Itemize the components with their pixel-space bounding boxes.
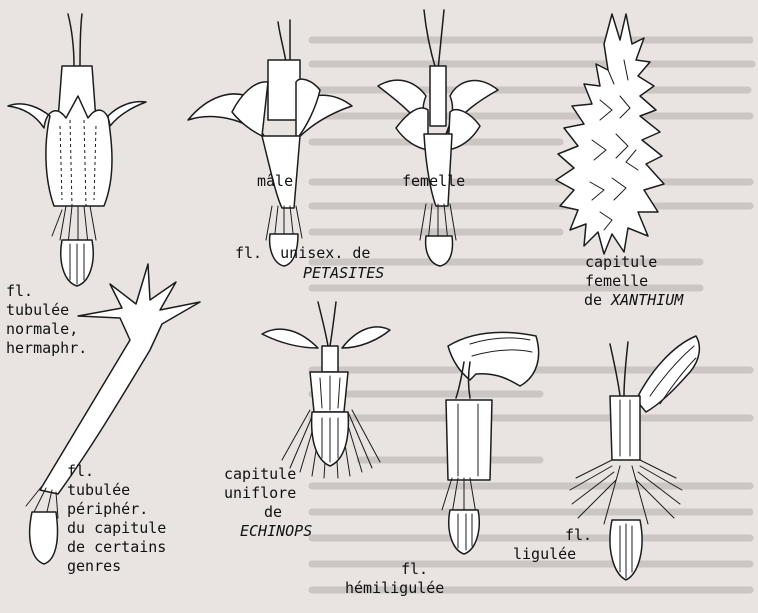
tubular-flower-illustration: [8, 14, 146, 286]
male-label: mâle: [257, 172, 293, 191]
echinops-genus-label: ECHINOPS: [240, 522, 312, 541]
xanthium-genus-line: de XANTHIUM: [584, 291, 683, 310]
bleed-through-lines: [312, 40, 752, 590]
half-ligulate-label: fl.hémiligulée: [345, 560, 444, 598]
xanthium-capitule-illustration: [556, 14, 664, 254]
female-flower-illustration: [378, 10, 498, 266]
ligulate-label: fl.ligulée: [513, 526, 592, 564]
petasites-genus-label: PETASITES: [303, 264, 384, 283]
unisexual-label: fl. unisex. de: [235, 244, 370, 263]
xanthium-genus-label: XANTHIUM: [611, 291, 683, 309]
echinops-capitule-illustration: [262, 302, 390, 478]
female-label: femelle: [402, 172, 465, 191]
half-ligulate-flower-illustration: [442, 332, 539, 554]
